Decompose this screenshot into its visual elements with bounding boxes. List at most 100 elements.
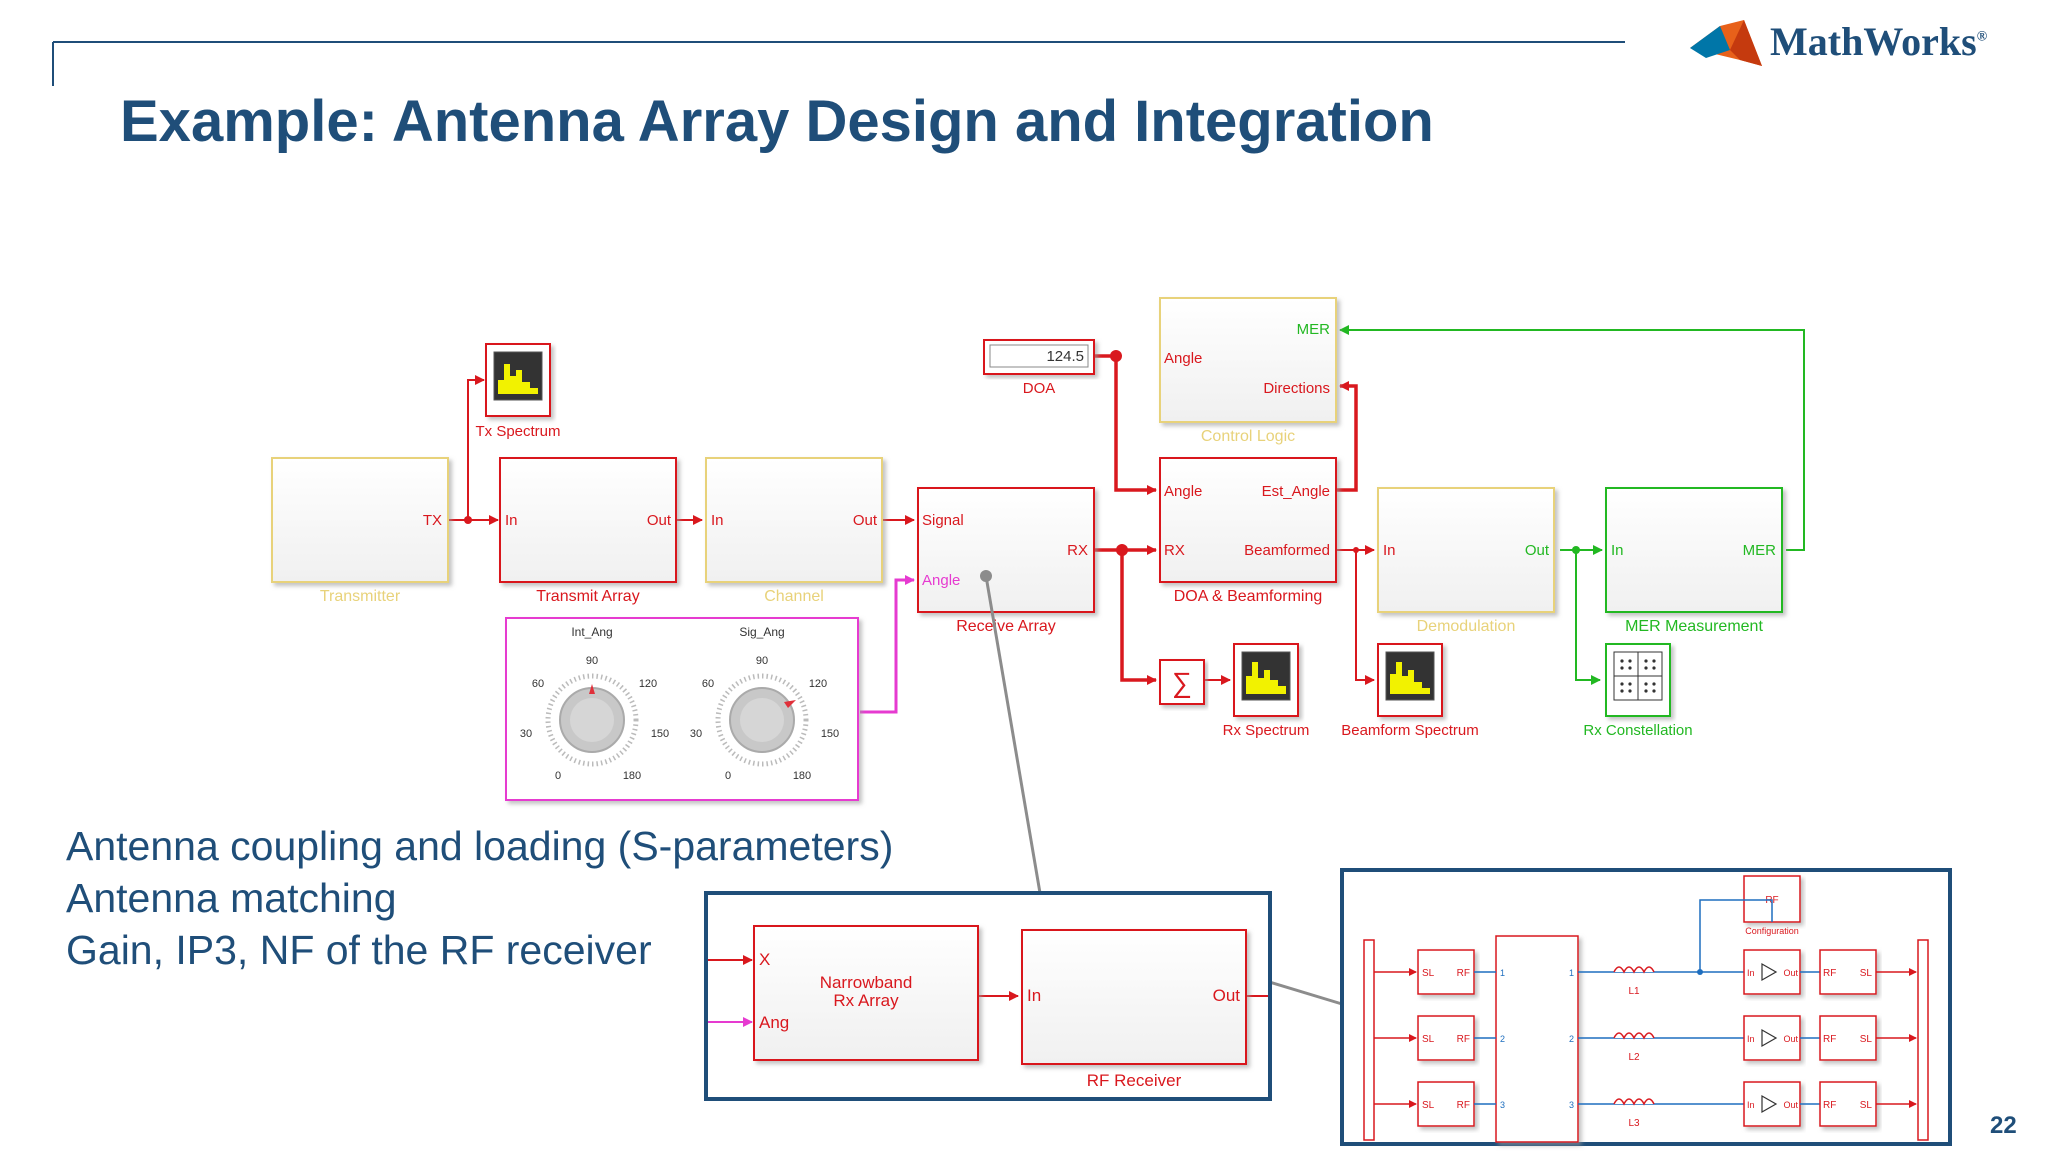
tick-120: 120 xyxy=(639,678,657,690)
channel-label: Channel xyxy=(764,588,824,605)
amp-out: Out xyxy=(1783,968,1798,978)
amplifier-icon xyxy=(1761,962,1778,982)
int-ang-knob[interactable]: Int_Ang 0 30 60 90 120 150 180 xyxy=(520,625,669,782)
port-out: Out xyxy=(647,512,672,529)
header-rule xyxy=(52,20,1762,86)
port-rx: RX xyxy=(1164,542,1185,559)
spectrum-icon xyxy=(1390,662,1430,694)
knob-label: Sig_Ang xyxy=(739,625,784,639)
doa-beamforming-block[interactable]: Angle RX Est_Angle Beamformed DOA & Beam… xyxy=(1159,457,1337,605)
tick-90: 90 xyxy=(586,655,598,667)
rf-label: RF xyxy=(1457,1034,1470,1045)
in-port-label: 3 xyxy=(1500,1100,1505,1110)
port-out: Out xyxy=(1525,542,1550,559)
constellation-icon xyxy=(1620,659,1656,693)
tick-30: 30 xyxy=(690,728,702,740)
tick-60: 60 xyxy=(702,678,714,690)
sum-block[interactable]: ∑ xyxy=(1159,659,1205,705)
channel-block[interactable]: In Out Channel xyxy=(705,457,883,605)
sl-label: SL xyxy=(1422,1100,1435,1111)
bullet-item: Gain, IP3, NF of the RF receiver xyxy=(66,927,652,973)
angle-knobs-panel[interactable]: Int_Ang 0 30 60 90 120 150 180 Sig_Ang 0… xyxy=(505,617,859,801)
port-mer: MER xyxy=(1297,321,1331,338)
rx-spectrum-label: Rx Spectrum xyxy=(1223,722,1310,739)
rf2-label: RF xyxy=(1823,968,1836,979)
beamform-spectrum-scope[interactable]: Beamform Spectrum xyxy=(1341,643,1479,739)
sl-label: SL xyxy=(1422,1034,1435,1045)
slide-title: Example: Antenna Array Design and Integr… xyxy=(120,89,1434,154)
rf-label: RF xyxy=(1457,968,1470,979)
transmitter-block[interactable]: TX Transmitter xyxy=(271,457,449,605)
tick-150: 150 xyxy=(651,728,669,740)
demodulation-block[interactable]: In Out Demodulation xyxy=(1377,487,1555,635)
port-in: In xyxy=(711,512,724,529)
port-angle: Angle xyxy=(922,572,960,589)
in-port-label: 2 xyxy=(1500,1034,1505,1044)
doa-display-block[interactable]: 124.5 DOA xyxy=(983,339,1095,397)
mer-measurement-label: MER Measurement xyxy=(1625,618,1763,635)
narrowband-rx-array-block[interactable]: X Ang Narrowband Rx Array xyxy=(753,925,979,1061)
rx-constellation-scope[interactable]: Rx Constellation xyxy=(1583,643,1693,739)
knob-label: Int_Ang xyxy=(571,625,612,639)
config-caption: Configuration xyxy=(1745,926,1799,936)
port-out: Out xyxy=(1213,986,1241,1005)
spectrum-icon xyxy=(498,364,538,394)
port-x: X xyxy=(759,950,770,969)
sig-ang-knob[interactable]: Sig_Ang 0 30 60 90 120 150 180 xyxy=(690,625,839,782)
tx-spectrum-label: Tx Spectrum xyxy=(475,423,560,440)
rf-label: RF xyxy=(1457,1100,1470,1111)
page-number: 22 xyxy=(1990,1112,2017,1139)
receive-array-block[interactable]: Signal Angle RX Receive Array xyxy=(917,487,1095,635)
beamform-spectrum-label: Beamform Spectrum xyxy=(1341,722,1479,739)
sum-icon: ∑ xyxy=(1172,667,1192,698)
port-directions: Directions xyxy=(1263,380,1330,397)
inductor-label: L3 xyxy=(1628,1118,1640,1129)
mer-measurement-block[interactable]: In MER MER Measurement xyxy=(1605,487,1783,635)
inductor-label: L2 xyxy=(1628,1052,1640,1063)
out-port-label: 1 xyxy=(1569,968,1574,978)
amp-out: Out xyxy=(1783,1034,1798,1044)
rf-chain-row-2: SL RF 2 2 L2 In Out RF SL xyxy=(1374,1015,1917,1063)
tick-0: 0 xyxy=(555,770,561,782)
port-in: In xyxy=(1383,542,1396,559)
rx-spectrum-scope[interactable]: Rx Spectrum xyxy=(1223,643,1310,739)
bullet-item: Antenna coupling and loading (S-paramete… xyxy=(66,823,894,869)
control-logic-label: Control Logic xyxy=(1201,428,1295,445)
port-ang: Ang xyxy=(759,1013,789,1032)
rf2-label: RF xyxy=(1823,1034,1836,1045)
narrowband-line1: Narrowband xyxy=(820,973,913,992)
narrowband-line2: Rx Array xyxy=(833,991,899,1010)
receive-array-label: Receive Array xyxy=(956,618,1056,635)
rf-receiver-block[interactable]: In Out RF Receiver xyxy=(1021,929,1247,1090)
in-port-label: 1 xyxy=(1500,968,1505,978)
inductor-icon xyxy=(1613,1032,1655,1040)
mathworks-membrane-icon xyxy=(1690,20,1762,66)
sl2-label: SL xyxy=(1860,1100,1873,1111)
port-in: In xyxy=(505,512,518,529)
port-est-angle: Est_Angle xyxy=(1262,483,1330,500)
transmit-array-block[interactable]: In Out Transmit Array xyxy=(499,457,677,605)
tick-120: 120 xyxy=(809,678,827,690)
port-in: In xyxy=(1027,986,1041,1005)
out-port-label: 3 xyxy=(1569,1100,1574,1110)
rf-chain-row-3: SL RF 3 3 L3 In Out RF SL xyxy=(1374,1081,1917,1129)
bullet-list: Antenna coupling and loading (S-paramete… xyxy=(66,820,893,976)
amp-in: In xyxy=(1747,1100,1755,1110)
rf-receiver-label: RF Receiver xyxy=(1087,1071,1182,1090)
control-logic-block[interactable]: Angle MER Directions Control Logic xyxy=(1159,297,1337,445)
port-beamformed: Beamformed xyxy=(1244,542,1330,559)
port-in: In xyxy=(1611,542,1624,559)
sl2-label: SL xyxy=(1860,1034,1873,1045)
inductor-icon xyxy=(1613,966,1655,974)
tx-spectrum-scope[interactable]: Tx Spectrum xyxy=(475,343,561,440)
amplifier-icon xyxy=(1761,1094,1778,1114)
demodulation-label: Demodulation xyxy=(1417,618,1516,635)
rx-constellation-label: Rx Constellation xyxy=(1583,722,1692,739)
sl2-label: SL xyxy=(1860,968,1873,979)
rf-chain-row-1: SL RF 1 1 L1 In Out RF SL xyxy=(1374,949,1917,997)
bullet-item: Antenna matching xyxy=(66,875,397,921)
amp-in: In xyxy=(1747,968,1755,978)
amp-in: In xyxy=(1747,1034,1755,1044)
port-angle: Angle xyxy=(1164,350,1202,367)
